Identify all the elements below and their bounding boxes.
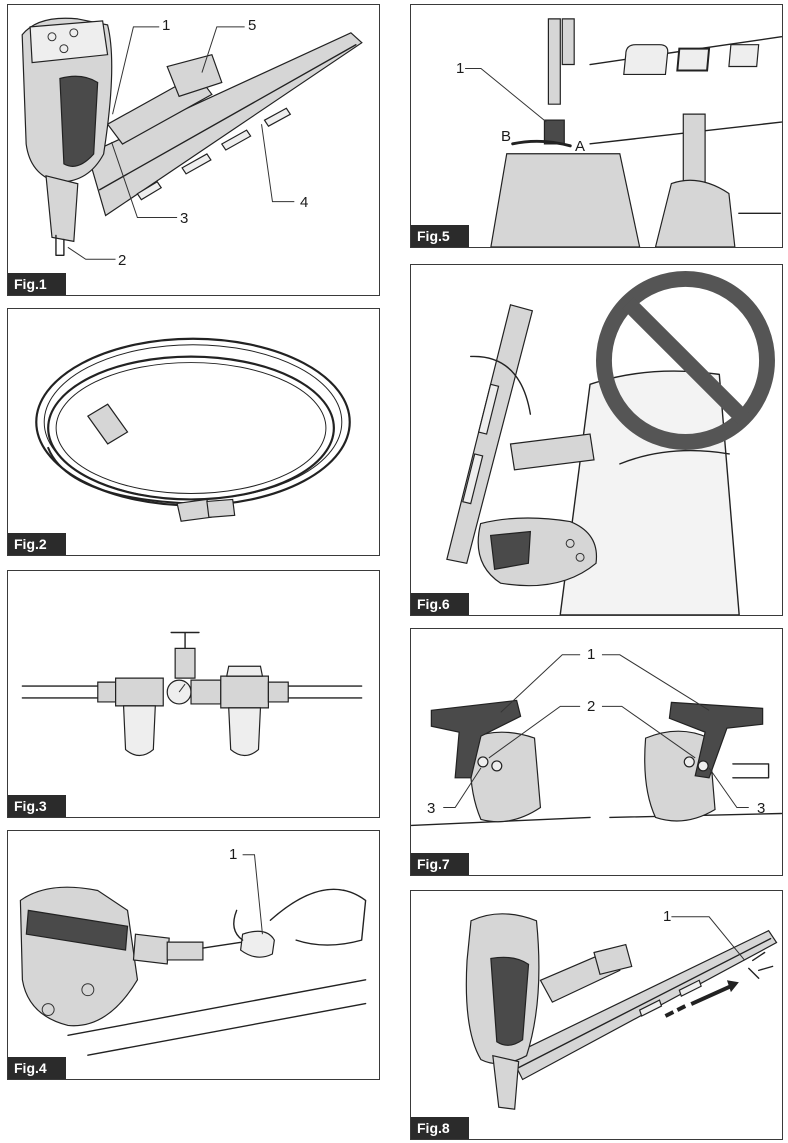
fig-label: Fig.7 bbox=[411, 853, 469, 875]
figure-4-panel: 1 Fig.4 bbox=[7, 830, 380, 1080]
figure-7-panel: 1 2 3 3 Fig.7 bbox=[410, 628, 783, 876]
figure-1-panel: 1 5 3 4 2 Fig.1 bbox=[7, 4, 380, 296]
figure-3-panel: Fig.3 bbox=[7, 570, 380, 818]
callout-2: 2 bbox=[118, 252, 127, 269]
figure-5-panel: 1 B A Fig.5 bbox=[410, 4, 783, 248]
fig-label: Fig.1 bbox=[8, 273, 66, 295]
fig-label: Fig.5 bbox=[411, 225, 469, 247]
fig-label: Fig.6 bbox=[411, 593, 469, 615]
air-hose-illustration bbox=[35, 337, 351, 522]
callout-3: 3 bbox=[180, 210, 189, 227]
callout-a: A bbox=[575, 138, 586, 155]
callout-1: 1 bbox=[162, 17, 171, 34]
prohibited-carrying-illustration bbox=[446, 270, 775, 615]
oiling-air-fitting-illustration bbox=[19, 854, 367, 1056]
filter-regulator-lubricator-illustration bbox=[21, 631, 363, 757]
callout-5: 5 bbox=[248, 17, 257, 34]
figure-8-panel: 1 Fig.8 bbox=[410, 890, 783, 1140]
nailer-side-illustration bbox=[21, 17, 363, 260]
callout-1: 1 bbox=[587, 646, 596, 663]
callout-3-left: 3 bbox=[427, 800, 436, 817]
figure-6-panel: Fig.6 bbox=[410, 264, 783, 616]
hook-installation-illustration bbox=[411, 654, 782, 827]
callout-3-right: 3 bbox=[757, 800, 766, 817]
callout-b: B bbox=[501, 128, 512, 145]
callout-1: 1 bbox=[456, 60, 465, 77]
fig-label: Fig.4 bbox=[8, 1057, 66, 1079]
fig-label: Fig.2 bbox=[8, 533, 66, 555]
callout-4: 4 bbox=[300, 194, 309, 211]
callout-1: 1 bbox=[663, 908, 672, 925]
fig-label: Fig.3 bbox=[8, 795, 66, 817]
nail-loading-illustration bbox=[465, 913, 778, 1110]
depth-adjuster-illustration bbox=[465, 18, 782, 247]
callout-2: 2 bbox=[587, 698, 596, 715]
fig-label: Fig.8 bbox=[411, 1117, 469, 1139]
figure-2-panel: Fig.2 bbox=[7, 308, 380, 556]
callout-1: 1 bbox=[229, 846, 238, 863]
